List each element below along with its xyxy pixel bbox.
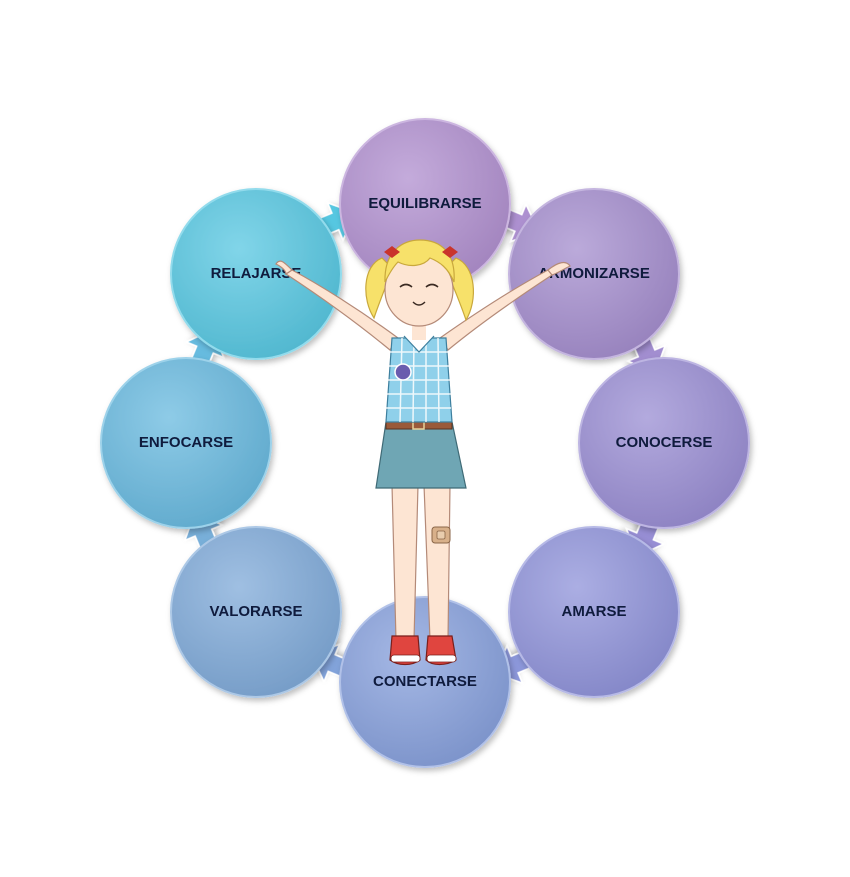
node-circle-armonizarse — [507, 188, 680, 361]
left-bow — [384, 246, 400, 258]
node-label-relajarse: RELAJARSE — [211, 265, 302, 282]
right-bow — [442, 246, 458, 258]
node-valorarse: VALORARSE — [170, 525, 343, 698]
node-label-amarse: AMARSE — [561, 603, 626, 620]
node-conectarse: CONECTARSE — [339, 596, 511, 768]
node-label-conectarse: CONECTARSE — [373, 673, 477, 690]
right-hand — [547, 261, 571, 276]
node-circle-enfocarse — [100, 357, 272, 529]
neck — [412, 322, 426, 340]
node-relajarse: RELAJARSE — [170, 188, 343, 361]
node-circle-amarse — [507, 525, 680, 698]
mouth — [412, 301, 426, 306]
hair-bangs — [384, 239, 455, 283]
girl-illustration — [275, 239, 571, 666]
node-conocerse: CONOCERSE — [578, 357, 750, 529]
node-label-enfocarse: ENFOCARSE — [139, 434, 233, 451]
node-enfocarse: ENFOCARSE — [100, 357, 272, 529]
left-shoe-sole — [390, 654, 421, 663]
nodes-layer: EQUILIBRARSE ARMONIZARSE CONOCERSE AMARSE CO… — [100, 118, 750, 768]
skirt — [375, 421, 467, 489]
left-leg — [391, 484, 419, 641]
right-shoe-sole — [426, 654, 457, 663]
node-amarse: AMARSE — [507, 525, 680, 698]
shirt-collar — [403, 335, 435, 353]
bandage-pad — [436, 530, 446, 540]
node-circle-valorarse — [170, 525, 343, 698]
node-label-valorarse: VALORARSE — [209, 603, 302, 620]
right-eye — [425, 283, 439, 288]
node-circle-conocerse — [578, 357, 750, 529]
node-label-armonizarse: ARMONIZARSE — [538, 265, 650, 282]
left-hand — [275, 260, 293, 276]
node-armonizarse: ARMONIZARSE — [507, 188, 680, 361]
node-label-conocerse: CONOCERSE — [616, 434, 713, 451]
left-eye — [399, 283, 413, 288]
node-circle-conectarse — [339, 596, 511, 768]
shirt-badge — [394, 363, 412, 381]
node-circle-relajarse — [170, 188, 343, 361]
node-label-equilibrarse: EQUILIBRARSE — [368, 195, 481, 212]
